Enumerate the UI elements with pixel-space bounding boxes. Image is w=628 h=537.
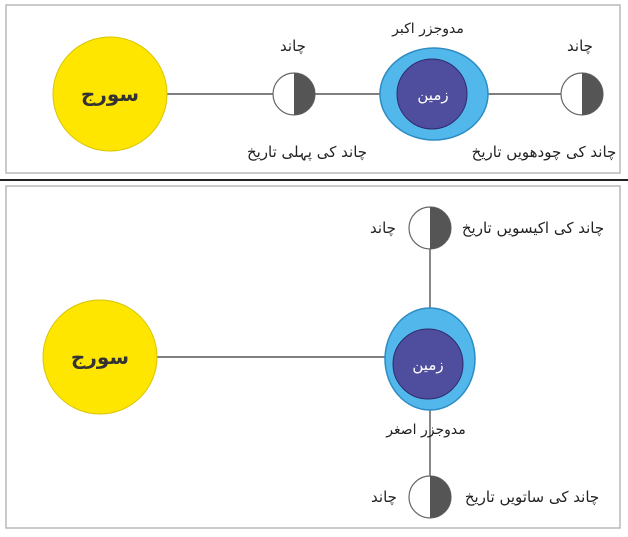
earth-label: زمین — [412, 356, 443, 374]
moon-left-icon — [272, 72, 316, 116]
top-panel: سورج چاند چاند کی پہلی تاریخ زمین مدوجزر… — [52, 21, 617, 162]
sun-label: سورج — [71, 345, 129, 369]
seventh-day-label: چاند کی ساتویں تاریخ — [465, 488, 599, 506]
moon-top-label: چاند — [370, 219, 396, 237]
moon-left-label: چاند — [280, 37, 306, 55]
twenty-first-day-label: چاند کی اکیسویں تاریخ — [462, 219, 604, 237]
sun-icon — [52, 36, 168, 152]
moon-right-icon — [560, 72, 604, 116]
sun-label: سورج — [81, 82, 139, 106]
moon-top-icon — [408, 206, 452, 250]
moon-right-label: چاند — [567, 37, 593, 55]
neap-tide-label: مدوجزر اصغر — [385, 422, 465, 438]
spring-tide-label: مدوجزر اکبر — [391, 21, 464, 37]
fourteenth-day-label: چاند کی چودھویں تاریخ — [472, 143, 617, 161]
sun-icon — [42, 299, 158, 415]
earth-icon — [379, 47, 489, 141]
bottom-panel: سورج زمین مدوجزر اصغر چاند چاند کی اکیسو… — [42, 206, 604, 519]
top-panel-frame — [5, 4, 621, 174]
earth-label: زمین — [417, 86, 448, 104]
bottom-panel-frame — [5, 185, 621, 529]
earth-icon — [384, 307, 476, 411]
moon-bottom-label: چاند — [371, 488, 397, 506]
first-day-label: چاند کی پہلی تاریخ — [247, 143, 367, 162]
moon-bottom-icon — [408, 475, 452, 519]
